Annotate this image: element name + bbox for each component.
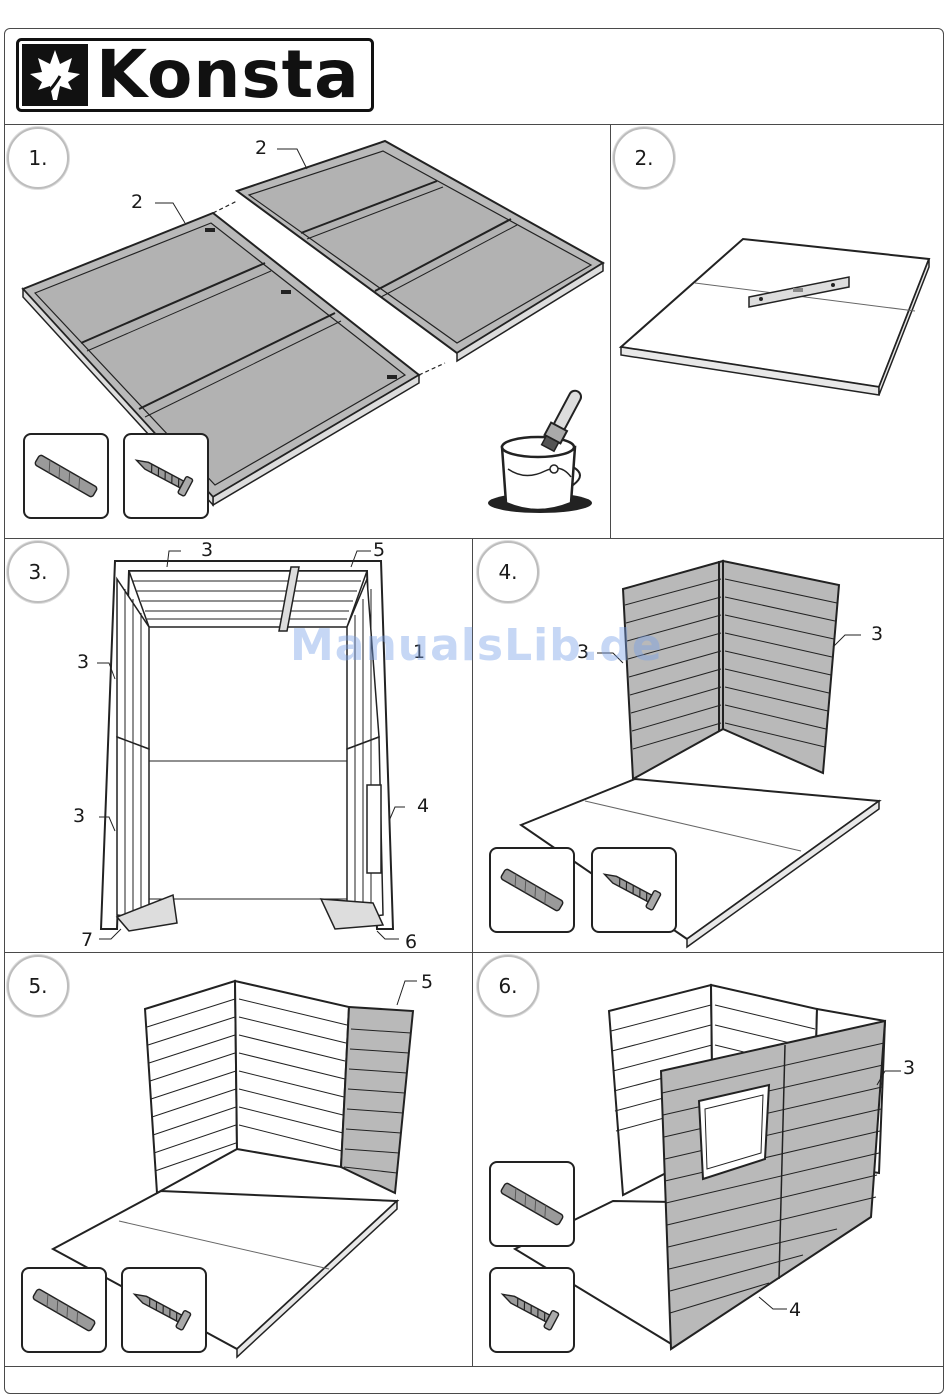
step-number: 3.: [7, 541, 69, 603]
step-1-panel: 1. 2 2: [5, 125, 610, 538]
brand-logo: Konsta: [16, 38, 374, 112]
hardware-dowel-box: [489, 1161, 575, 1247]
step-6-panel: 6. 3 4: [473, 953, 943, 1366]
floor-level-diagram: [611, 125, 943, 538]
step-number: 4.: [477, 541, 539, 603]
brand-name: Konsta: [96, 38, 360, 112]
divider: [4, 1366, 944, 1367]
step-number: 5.: [7, 955, 69, 1017]
hardware-dowel-box: [21, 1267, 107, 1353]
step-2-panel: 2.: [611, 125, 943, 538]
part-label: 4: [789, 1299, 801, 1321]
part-label: 3: [201, 539, 213, 561]
step-number: 6.: [477, 955, 539, 1017]
hardware-screw-box: [123, 433, 209, 519]
watermark: ManualsLib.de: [290, 620, 663, 671]
part-label: 2: [131, 191, 143, 213]
step-4-panel: 4. 3 3: [473, 539, 943, 952]
dowel-icon: [491, 849, 573, 931]
screw-icon: [125, 435, 207, 517]
dowel-icon: [23, 1269, 105, 1351]
paint-bucket-icon: [488, 387, 592, 513]
step-5-panel: 5. 5: [5, 953, 472, 1366]
part-label: 3: [73, 805, 85, 827]
step-3-panel: 3. 3 5 3 1 3 4 7 6: [5, 539, 472, 952]
screw-icon: [593, 849, 675, 931]
screw-icon: [123, 1269, 205, 1351]
step-number: 2.: [613, 127, 675, 189]
part-label: 7: [81, 929, 93, 951]
part-label: 3: [903, 1057, 915, 1079]
wall-frames-diagram: [5, 539, 472, 952]
part-label: 5: [373, 539, 385, 561]
hardware-screw-box: [591, 847, 677, 933]
hardware-dowel-box: [23, 433, 109, 519]
part-label: 3: [77, 651, 89, 673]
part-label: 2: [255, 137, 267, 159]
dowel-icon: [25, 435, 107, 517]
part-label: 6: [405, 931, 417, 953]
screw-icon: [491, 1269, 573, 1351]
part-label: 4: [417, 795, 429, 817]
part-label: 3: [871, 623, 883, 645]
hardware-screw-box: [121, 1267, 207, 1353]
part-label: 5: [421, 971, 433, 993]
dowel-icon: [491, 1163, 573, 1245]
step-number: 1.: [7, 127, 69, 189]
hardware-screw-box: [489, 1267, 575, 1353]
hardware-dowel-box: [489, 847, 575, 933]
